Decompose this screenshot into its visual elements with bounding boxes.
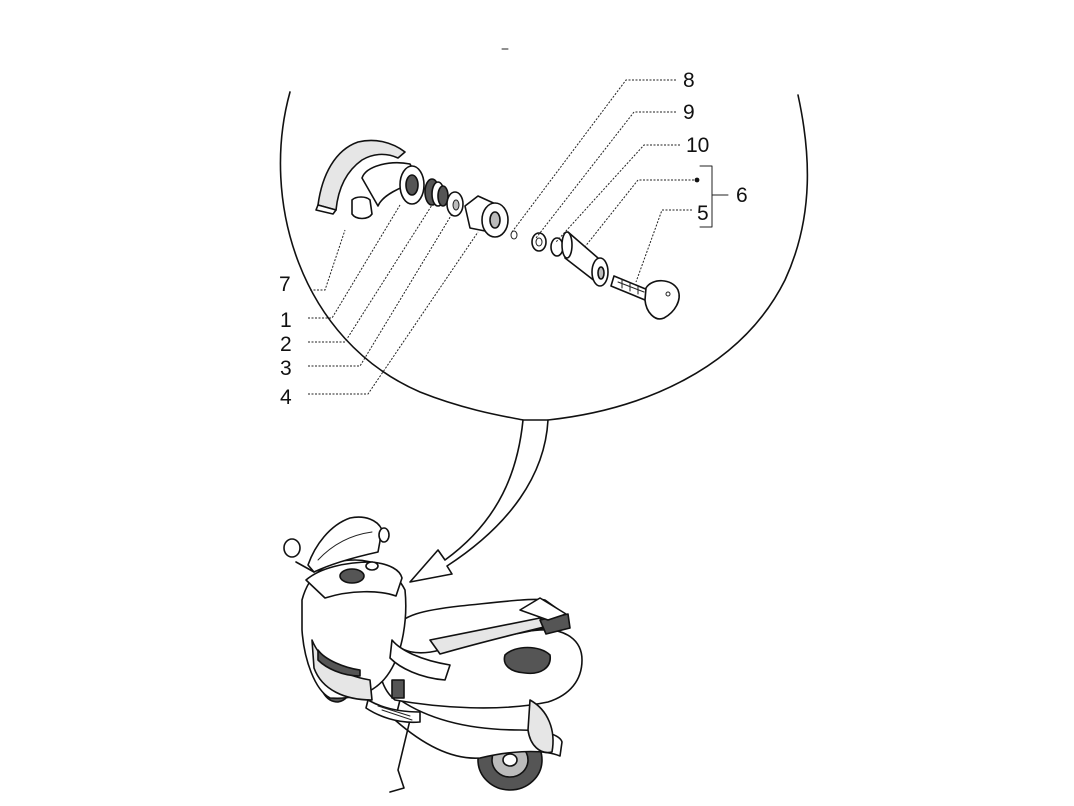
scooter-illustration	[283, 516, 583, 793]
part-8-pin	[510, 230, 518, 240]
callout-5: 5	[697, 202, 709, 225]
zoom-pointer-arrow	[409, 419, 549, 583]
callout-labels: 7 1 2 3 4 8 9 10 6 5	[279, 69, 748, 409]
callout-1: 1	[280, 309, 292, 332]
part-1-lock-body	[361, 162, 425, 207]
part-2-spring	[424, 178, 449, 207]
part-3-washer	[446, 191, 464, 217]
ignition-lock-assembly	[315, 139, 680, 320]
callout-2: 2	[280, 333, 292, 356]
callout-7: 7	[279, 273, 291, 296]
part-9-washer	[531, 232, 547, 252]
callout-9: 9	[683, 101, 695, 124]
part-4-cap	[464, 195, 509, 238]
callout-10: 10	[686, 134, 709, 157]
callout-8: 8	[683, 69, 695, 92]
leader-lines	[308, 79, 729, 395]
part-5-key	[610, 275, 680, 320]
callout-3: 3	[280, 357, 292, 380]
part-7-housing	[315, 139, 406, 220]
detail-circle	[279, 91, 809, 421]
part-6-cylinder	[561, 231, 609, 287]
callout-4: 4	[280, 386, 292, 409]
callout-6: 6	[736, 184, 748, 207]
